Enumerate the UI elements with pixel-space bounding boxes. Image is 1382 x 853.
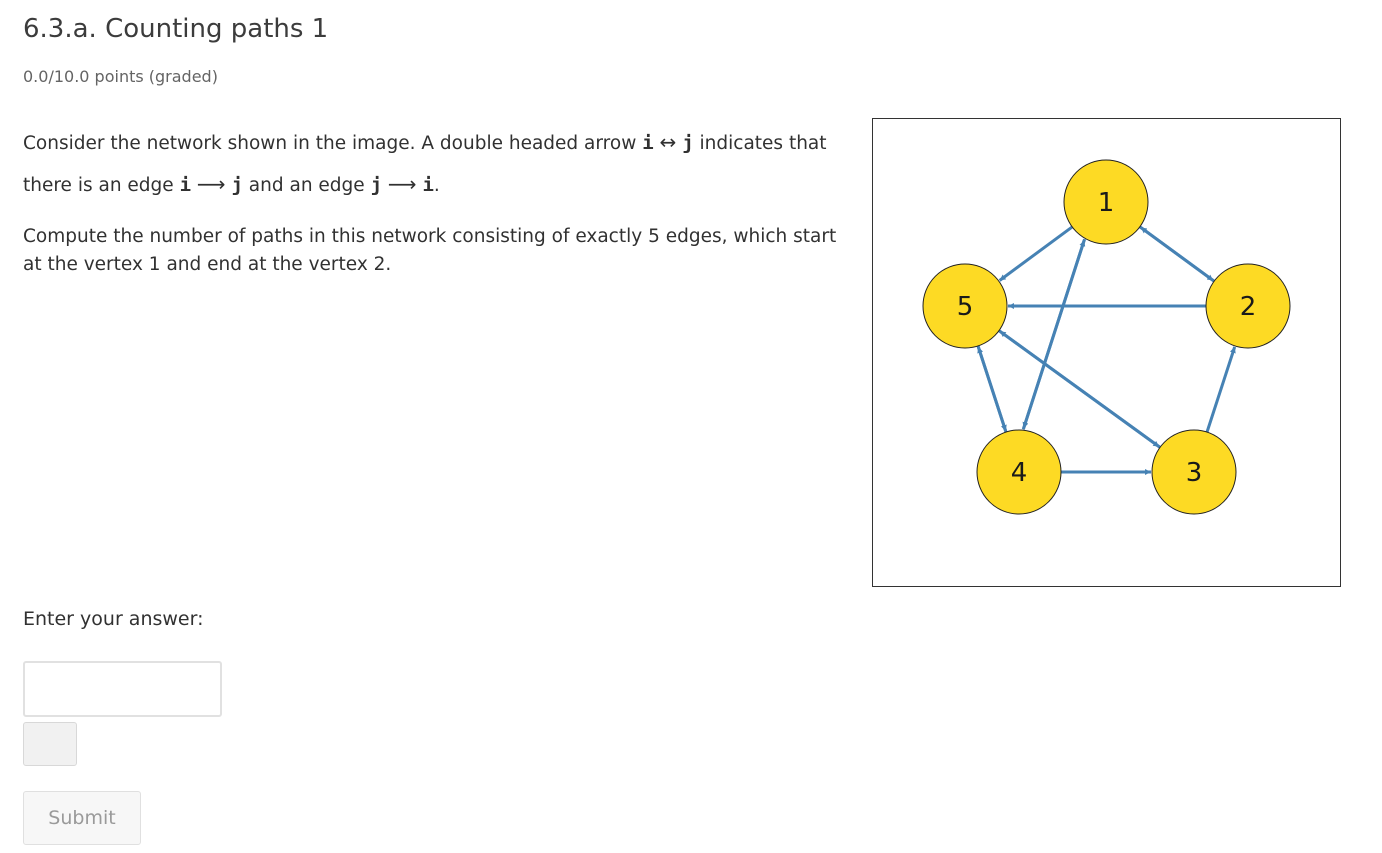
right-arrow-symbol: ⟶	[196, 172, 226, 196]
edge-1-to-5	[998, 225, 1074, 282]
edge-1-to-4	[1022, 238, 1087, 429]
edges-layer	[976, 225, 1237, 475]
symbol-j: j	[231, 174, 243, 196]
node-label-5: 5	[957, 292, 974, 322]
node-label-1: 1	[1098, 188, 1115, 218]
edge-3-to-2	[1205, 346, 1237, 433]
edge-2-to-1	[1139, 226, 1215, 283]
problem-question: Compute the number of paths in this netw…	[23, 226, 837, 275]
symbol-i: i	[179, 174, 192, 196]
points-status: 0.0/10.0 points (graded)	[23, 67, 218, 86]
node-2	[1205, 263, 1291, 349]
answer-prompt: Enter your answer:	[23, 608, 204, 630]
edge-4-to-5	[976, 346, 1008, 433]
right-arrow-symbol: ⟶	[387, 172, 417, 196]
node-4	[976, 429, 1062, 515]
para1-end: .	[433, 175, 440, 196]
symbol-i: i	[422, 174, 434, 196]
problem-title: 6.3.a. Counting paths 1	[23, 14, 329, 44]
double-arrow-symbol: ↔	[659, 130, 677, 154]
para1-text-b: indicates that there is an edge	[23, 133, 827, 196]
para1-text-a: Consider the network shown in the image.…	[23, 133, 643, 154]
answer-input[interactable]	[23, 661, 222, 717]
network-graph: 1 2 3 4 5	[922, 159, 1291, 515]
nodes-layer: 1 2 3 4 5	[922, 159, 1291, 515]
node-5	[922, 263, 1008, 349]
node-1	[1063, 159, 1149, 245]
para1-text-c: and an edge	[242, 175, 371, 196]
answer-status-box	[23, 722, 77, 766]
node-label-3: 3	[1186, 458, 1203, 488]
problem-description: Consider the network shown in the image.…	[23, 122, 843, 206]
node-label-4: 4	[1011, 458, 1028, 488]
submit-button[interactable]: Submit	[23, 791, 141, 845]
symbol-j: j	[370, 174, 383, 196]
symbol-i: i	[642, 132, 654, 154]
network-figure: 1 2 3 4 5	[872, 118, 1341, 587]
symbol-j: j	[682, 132, 694, 154]
node-label-2: 2	[1240, 292, 1257, 322]
edge-3-to-5	[998, 329, 1161, 449]
node-3	[1151, 429, 1237, 515]
